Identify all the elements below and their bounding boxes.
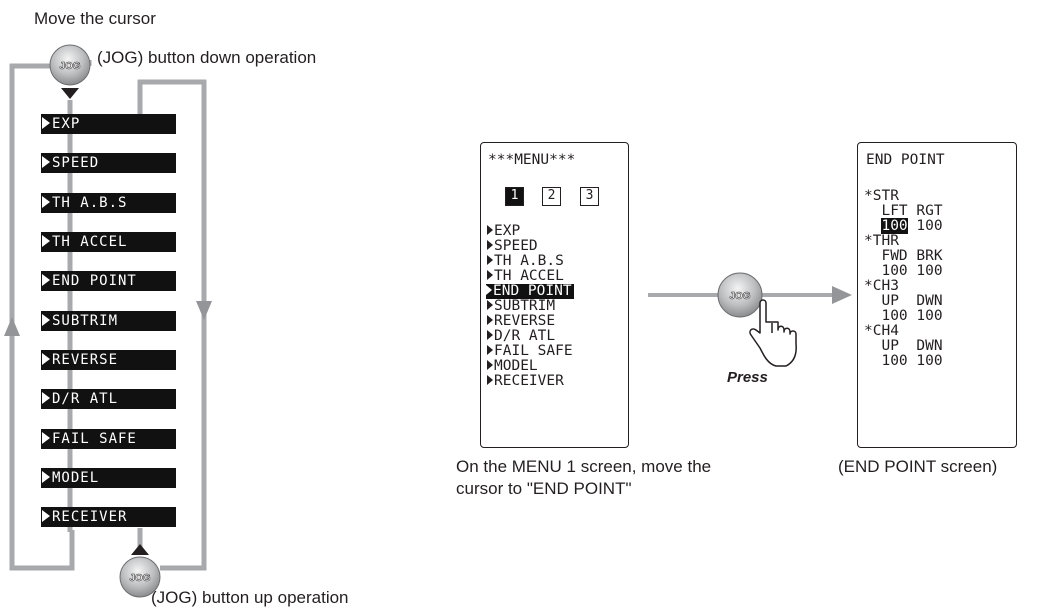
menu-item-fail-safe: FAIL SAFE — [487, 344, 573, 359]
menu-item-th-abs: TH A.B.S — [487, 254, 564, 269]
jog-label-press: JOG — [729, 291, 750, 302]
endpoint-line-thr: *THR — [864, 233, 899, 249]
cursor-triangle-icon — [486, 285, 492, 295]
press-label: Press — [727, 369, 768, 386]
pressing-hand-icon — [749, 299, 797, 367]
jog-down-label: (JOG) button down operation — [97, 48, 317, 67]
move-cursor-label: Move the cursor — [34, 9, 156, 28]
menu-bar-speed: SPEED — [41, 153, 176, 173]
menu-screen-caption-line1: On the MENU 1 screen, move the — [456, 457, 712, 476]
menu-bar-reverse: REVERSE — [41, 350, 176, 370]
cursor-triangle-icon — [42, 510, 50, 522]
menu-item-model: MODEL — [487, 359, 538, 374]
endpoint-screen-title: END POINT — [866, 152, 945, 168]
left-up-arrowhead — [4, 317, 20, 336]
cursor-triangle-icon — [42, 353, 50, 365]
menu-bar-dr-atl: D/R ATL — [41, 389, 176, 409]
endpoint-line-str: *STR — [864, 188, 899, 204]
menu-bar-exp: EXP — [41, 114, 176, 134]
endpoint-line-ch3-values: 100 100 — [864, 308, 943, 324]
cursor-triangle-icon — [42, 274, 50, 286]
cursor-triangle-icon — [487, 315, 493, 325]
menu-item-end-point-selected: END POINT — [486, 284, 574, 299]
menu-screen-caption-line2: cursor to "END POINT" — [456, 479, 632, 498]
menu-item-dr-atl: D/R ATL — [487, 329, 555, 344]
cursor-triangle-icon — [487, 300, 493, 310]
down-triangle-icon — [61, 88, 79, 99]
menu-bar-fail-safe: FAIL SAFE — [41, 429, 176, 449]
endpoint-line-str-labels: LFT RGT — [864, 203, 943, 219]
menu-bar-end-point: END POINT — [41, 271, 176, 291]
cursor-triangle-icon — [487, 255, 493, 265]
page-indicator-3: 3 — [580, 187, 599, 206]
endpoint-line-ch4-labels: UP DWN — [864, 338, 943, 354]
jog-button-icon: JOG — [717, 272, 763, 318]
endpoint-line-ch3: *CH3 — [864, 278, 899, 294]
cursor-triangle-icon — [42, 314, 50, 326]
press-arrowhead — [832, 286, 852, 304]
cursor-triangle-icon — [487, 375, 493, 385]
cursor-triangle-icon — [42, 117, 50, 129]
up-triangle-icon — [131, 544, 149, 555]
cursor-triangle-icon — [487, 240, 493, 250]
cursor-triangle-icon — [42, 156, 50, 168]
cursor-triangle-icon — [487, 345, 493, 355]
endpoint-line-ch4-values: 100 100 — [864, 353, 943, 369]
menu-lcd-screen: ***MENU*** 1 2 3 EXP SPEED TH A.B.S TH A… — [480, 142, 629, 448]
right-down-arrowhead — [196, 301, 212, 320]
cursor-triangle-icon — [42, 432, 50, 444]
jog-button-icon: JOG — [119, 556, 161, 598]
menu-bar-th-accel: TH ACCEL — [41, 232, 176, 252]
menu-item-th-accel: TH ACCEL — [487, 269, 564, 284]
cursor-triangle-icon — [42, 235, 50, 247]
cursor-triangle-icon — [487, 360, 493, 370]
page-indicator-1: 1 — [505, 187, 524, 206]
jog-button-icon: JOG — [49, 44, 91, 86]
page-indicator-2: 2 — [542, 187, 561, 206]
endpoint-screen-caption: (END POINT screen) — [838, 457, 998, 476]
menu-item-exp: EXP — [487, 224, 520, 239]
cursor-triangle-icon — [42, 471, 50, 483]
menu-item-receiver: RECEIVER — [487, 374, 564, 389]
cursor-triangle-icon — [42, 196, 50, 208]
endpoint-line-ch3-labels: UP DWN — [864, 293, 943, 309]
jog-label-top: JOG — [59, 61, 80, 72]
menu-item-speed: SPEED — [487, 239, 538, 254]
endpoint-cursor-value: 100 — [881, 218, 908, 234]
endpoint-lcd-screen: END POINT *STR LFT RGT 100 100 *THR FWD … — [857, 142, 1017, 448]
menu-bar-th-abs: TH A.B.S — [41, 193, 176, 213]
menu-bar-receiver: RECEIVER — [41, 507, 176, 527]
cursor-triangle-icon — [487, 225, 493, 235]
menu-item-reverse: REVERSE — [487, 314, 555, 329]
endpoint-line-ch4: *CH4 — [864, 323, 899, 339]
jog-up-label: (JOG) button up operation — [151, 588, 349, 607]
cursor-triangle-icon — [487, 330, 493, 340]
menu-bar-subtrim: SUBTRIM — [41, 311, 176, 331]
menu-screen-title: ***MENU*** — [488, 152, 576, 168]
menu-item-subtrim: SUBTRIM — [487, 299, 555, 314]
cursor-triangle-icon — [487, 270, 493, 280]
endpoint-line-str-values: 100 100 — [881, 218, 943, 234]
cursor-triangle-icon — [42, 392, 50, 404]
endpoint-line-thr-values: 100 100 — [864, 263, 943, 279]
endpoint-line-thr-labels: FWD BRK — [864, 248, 943, 264]
jog-label-bottom: JOG — [129, 573, 150, 584]
menu-bar-model: MODEL — [41, 468, 176, 488]
